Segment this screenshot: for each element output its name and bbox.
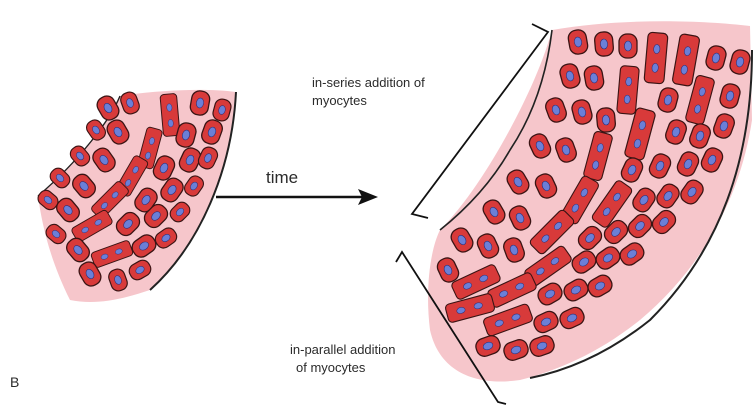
in-parallel-label-line1: in-parallel addition xyxy=(290,342,396,357)
time-label: time xyxy=(266,168,298,188)
grown-tissue xyxy=(428,21,752,381)
in-series-label-line2: myocytes xyxy=(312,93,367,108)
time-arrow xyxy=(216,189,378,205)
in-parallel-label-line2: of myocytes xyxy=(296,360,365,375)
in-series-label-line1: in-series addition of xyxy=(312,75,425,90)
initial-tissue xyxy=(35,90,236,302)
panel-letter: B xyxy=(10,374,19,390)
